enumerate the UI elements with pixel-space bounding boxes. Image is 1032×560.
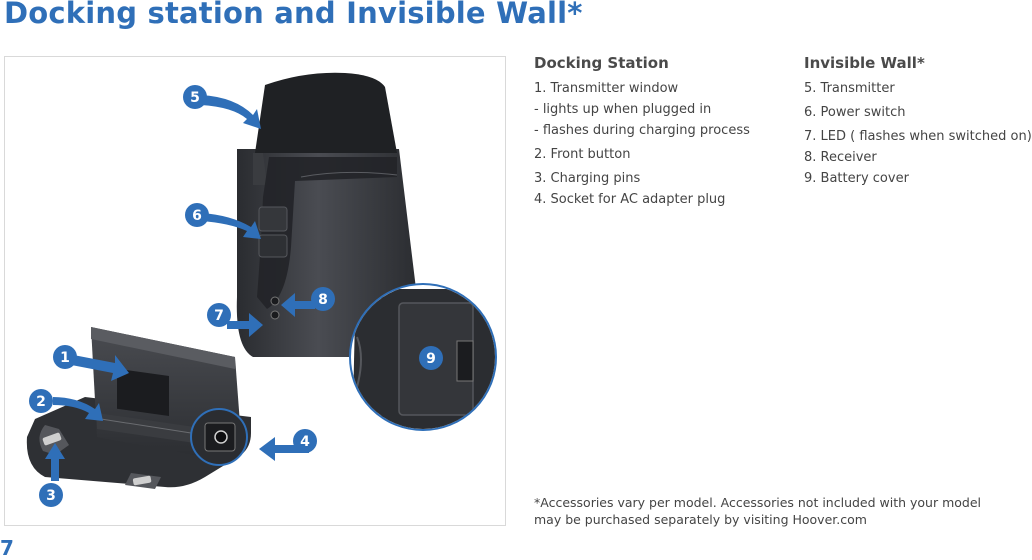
callout-badge-4: 4 xyxy=(293,429,317,453)
svg-text:6: 6 xyxy=(192,208,202,224)
invisible-wall-legend: Invisible Wall* 5. Transmitter 6. Power … xyxy=(804,54,1032,189)
svg-text:8: 8 xyxy=(318,292,328,308)
svg-text:3: 3 xyxy=(46,488,56,504)
legend-item: 7. LED ( flashes when switched on) xyxy=(804,129,1032,144)
docking-station-legend: Docking Station 1. Transmitter window - … xyxy=(534,54,784,210)
callout-badge-1: 1 xyxy=(53,345,77,369)
callout-badge-9: 9 xyxy=(419,346,443,370)
svg-text:7: 7 xyxy=(214,308,224,324)
legend-item: 2. Front button xyxy=(534,147,631,162)
legend-item: 4. Socket for AC adapter plug xyxy=(534,192,726,207)
page-title: Docking station and Invisible Wall* xyxy=(4,0,583,30)
callout-badge-8: 8 xyxy=(311,287,335,311)
invisible-wall-heading: Invisible Wall* xyxy=(804,54,925,72)
svg-text:2: 2 xyxy=(36,394,46,410)
page-number: 7 xyxy=(0,536,14,560)
legend-subitem: - flashes during charging process xyxy=(534,123,750,138)
svg-text:1: 1 xyxy=(60,350,70,366)
legend-item: 8. Receiver xyxy=(804,150,877,165)
legend-item: 6. Power switch xyxy=(804,105,906,120)
product-illustration: 1 2 3 4 5 6 7 8 xyxy=(4,56,506,526)
svg-text:5: 5 xyxy=(190,90,200,106)
svg-text:9: 9 xyxy=(426,351,436,367)
legend-item: 3. Charging pins xyxy=(534,171,641,186)
socket-detail-inset xyxy=(190,408,248,466)
callout-arrows xyxy=(45,95,315,481)
legend-item: 9. Battery cover xyxy=(804,171,909,186)
legend-subitem: - lights up when plugged in xyxy=(534,102,712,117)
legend-item: 1. Transmitter window xyxy=(534,81,679,96)
svg-text:4: 4 xyxy=(300,434,310,450)
legend-item: 5. Transmitter xyxy=(804,81,895,96)
footnote: *Accessories vary per model. Accessories… xyxy=(534,495,982,527)
callout-badge-5: 5 xyxy=(183,85,207,109)
callout-badge-7: 7 xyxy=(207,303,231,327)
callout-badge-6: 6 xyxy=(185,203,209,227)
docking-station-heading: Docking Station xyxy=(534,54,669,72)
callout-badge-2: 2 xyxy=(29,389,53,413)
callout-badge-3: 3 xyxy=(39,483,63,507)
